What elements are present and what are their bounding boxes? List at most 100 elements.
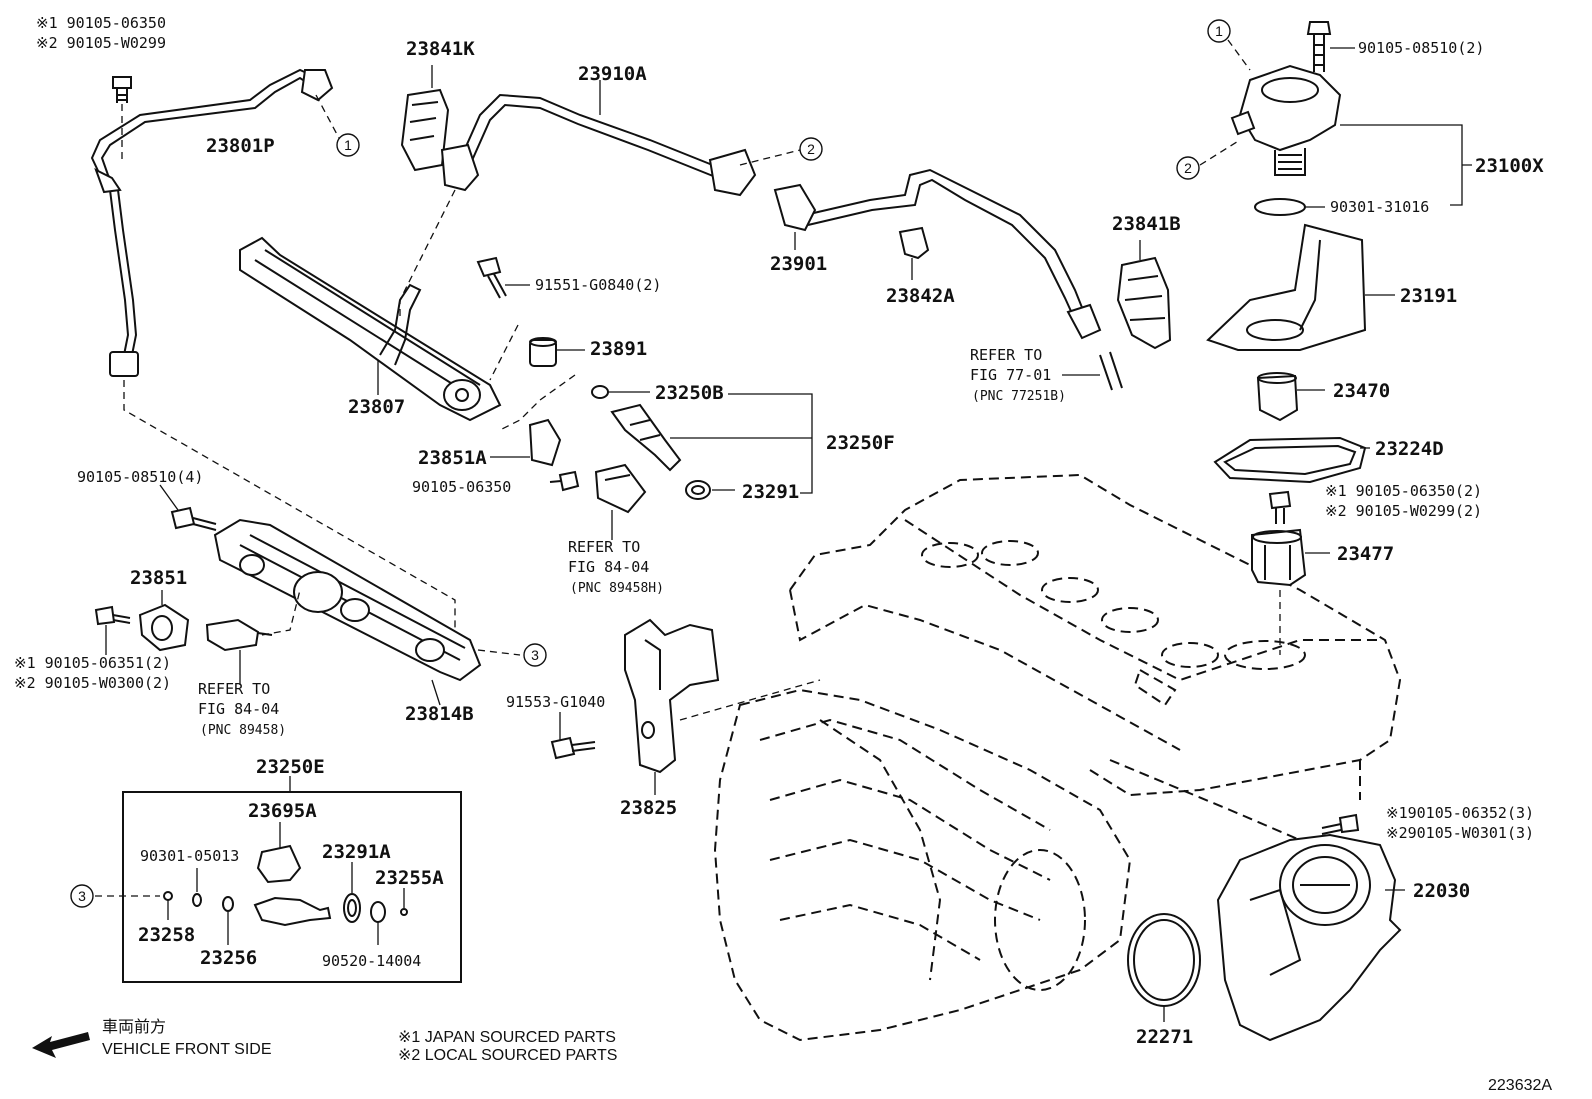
throttle-body-22030 [1216, 833, 1402, 1042]
direction-en: VEHICLE FRONT SIDE [102, 1041, 272, 1058]
refer-8404b-line2: FIG 84-04 [198, 700, 279, 718]
note-right-2: ※2 90105-W0299(2) [1325, 502, 1482, 520]
oring-90301-31016 [1254, 198, 1306, 216]
fuel-hose-23910A [440, 93, 757, 197]
vehicle-front-arrow-icon [32, 1032, 90, 1058]
housing-23477 [1251, 528, 1307, 587]
gasket-22271 [1127, 913, 1201, 1007]
bolt-90105-06351 [94, 605, 131, 626]
label-23695A: 23695A [248, 800, 317, 822]
engine-outline [713, 473, 1402, 1042]
direction-jp: 車両前方 [102, 1018, 166, 1036]
label-23841K: 23841K [406, 38, 475, 60]
circle-ref-1b: 1 [1207, 19, 1231, 43]
circle-ref-3a: 3 [523, 643, 547, 667]
injector-kit-box [122, 791, 462, 983]
label-91551: 91551-G0840(2) [535, 276, 661, 294]
refer-77-line1: REFER TO [970, 346, 1042, 364]
refer-8404b-line1: REFER TO [198, 680, 270, 698]
bolt-90105-06350 [112, 76, 132, 103]
label-23100X: 23100X [1475, 155, 1544, 177]
refer-77-line3: (PNC 77251B) [972, 389, 1066, 404]
bolt-91553 [550, 736, 596, 760]
fuel-hose-23801P [90, 68, 334, 377]
label-23841B: 23841B [1112, 213, 1181, 235]
refer-8404a-line2: FIG 84-04 [568, 558, 649, 576]
fuel-rail-23814B [213, 518, 482, 682]
fuel-rail-23807 [239, 236, 502, 422]
note-tb-1: ※190105-06352(3) [1386, 804, 1534, 822]
legend-note-1: ※1 JAPAN SOURCED PARTS [398, 1029, 616, 1046]
label-23250E: 23250E [256, 756, 325, 778]
label-22030: 22030 [1413, 880, 1470, 902]
kit-parts [163, 822, 408, 945]
label-23291: 23291 [742, 481, 799, 503]
bolt-90105-08510-2 [1306, 21, 1332, 72]
note-tb-2: ※290105-W0301(3) [1386, 824, 1534, 842]
label-23851: 23851 [130, 567, 187, 589]
legend-note-2: ※2 LOCAL SOURCED PARTS [398, 1047, 617, 1064]
label-23258: 23258 [138, 924, 195, 946]
label-23814B: 23814B [405, 703, 474, 725]
refer-8404a-line3: (PNC 89458H) [570, 581, 664, 596]
label-23255A: 23255A [375, 867, 444, 889]
figure-id: 223632A [1488, 1077, 1552, 1094]
circle-ref-3b: 3 [70, 884, 94, 908]
label-90301-31016: 90301-31016 [1330, 198, 1429, 216]
circle-ref-2b: 2 [1176, 156, 1200, 180]
bolt-90105-08510-4 [170, 506, 217, 531]
sensor-89458 [205, 618, 273, 652]
bolt-90105-06352 [1321, 813, 1360, 835]
label-23851A: 23851A [418, 447, 487, 469]
note-top-left-1: ※1 90105-06350 [36, 14, 166, 32]
label-23910A: 23910A [578, 63, 647, 85]
injector-23250F [591, 385, 711, 500]
note-right-1: ※1 90105-06350(2) [1325, 482, 1482, 500]
note-bl-1: ※1 90105-06351(2) [14, 654, 171, 672]
fuel-pump-23100X [1230, 64, 1342, 176]
lifter-23470 [1256, 372, 1299, 422]
label-23250B: 23250B [655, 382, 724, 404]
circle-ref-1a: 1 [336, 133, 360, 157]
connector-23841K [400, 88, 450, 172]
fuel-hose-23901 [773, 168, 1102, 340]
label-23291A: 23291A [322, 841, 391, 863]
bracket-23825 [624, 618, 720, 774]
label-90520-14004: 90520-14004 [322, 952, 421, 970]
label-23891: 23891 [590, 338, 647, 360]
label-23801P: 23801P [206, 135, 275, 157]
label-23224D: 23224D [1375, 438, 1444, 460]
bolt-90105-06350-b [549, 470, 580, 492]
svg-text:2: 2 [1184, 160, 1192, 176]
svg-text:1: 1 [344, 137, 352, 153]
label-23470: 23470 [1333, 380, 1390, 402]
bolt-91551 [476, 256, 507, 299]
bracket-23851A [528, 418, 562, 467]
refer-8404b-line3: (PNC 89458) [200, 723, 286, 738]
note-bl-2: ※2 90105-W0300(2) [14, 674, 171, 692]
connector-23841B [1116, 256, 1172, 350]
clip-23842A [898, 226, 930, 260]
label-23191: 23191 [1400, 285, 1457, 307]
svg-text:3: 3 [531, 647, 539, 663]
svg-text:1: 1 [1215, 23, 1223, 39]
label-23256: 23256 [200, 947, 257, 969]
spacer-23891 [529, 337, 557, 367]
label-23807: 23807 [348, 396, 405, 418]
svg-text:3: 3 [78, 888, 86, 904]
label-90105-08510-2: 90105-08510(2) [1358, 39, 1484, 57]
label-22271: 22271 [1136, 1026, 1193, 1048]
label-91553: 91553-G1040 [506, 693, 605, 711]
label-90301-05013: 90301-05013 [140, 847, 239, 865]
label-23825: 23825 [620, 797, 677, 819]
gasket-23224D [1213, 436, 1367, 484]
refer-8404a-line1: REFER TO [568, 538, 640, 556]
note-top-left-2: ※2 90105-W0299 [36, 34, 166, 52]
bracket-23191 [1206, 223, 1367, 351]
label-23250F: 23250F [826, 432, 895, 454]
label-90105-08510-4: 90105-08510(4) [77, 468, 203, 486]
circle-ref-2a: 2 [799, 137, 823, 161]
label-23842A: 23842A [886, 285, 955, 307]
svg-text:2: 2 [807, 141, 815, 157]
